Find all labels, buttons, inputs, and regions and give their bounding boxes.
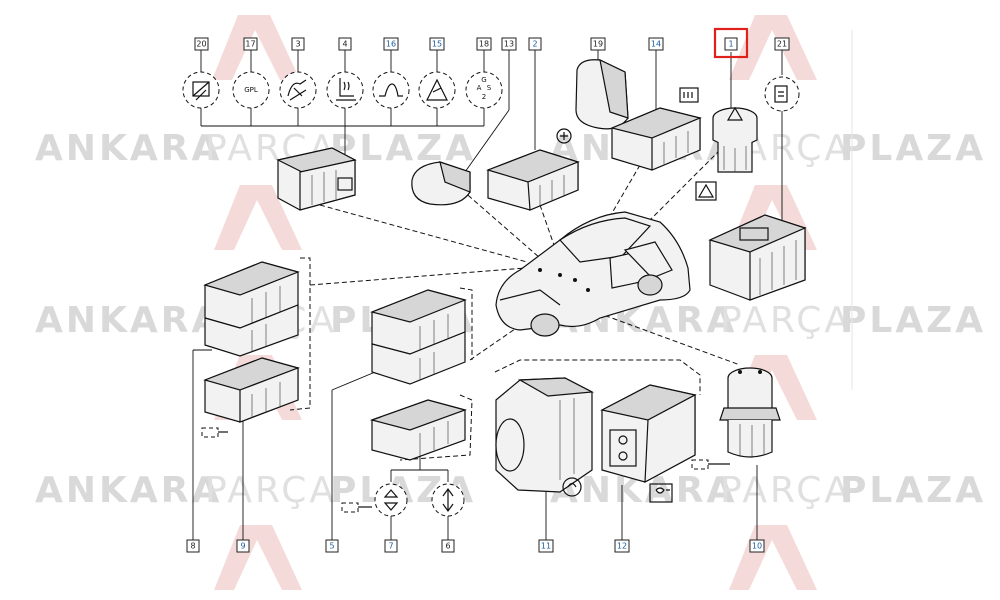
suspension-curve-icon[interactable] [372,71,410,109]
headlight-switch-11[interactable] [495,377,595,497]
callout-1-highlighted[interactable]: 1 [713,27,749,59]
callout-label: 21 [777,40,787,49]
callout-label: 17 [245,40,255,49]
connector-symbol-10 [691,459,730,470]
callout-label: 15 [432,40,442,49]
switch-2[interactable] [486,128,580,211]
watermark-word-bold-2: PLAZA [840,470,986,511]
watermark-word-light: PARÇA [720,470,852,511]
callout-label: 13 [504,40,514,49]
switch-module-21[interactable] [708,214,807,301]
gas-letter-g: G [481,76,486,84]
callout-16[interactable]: 16 [383,37,399,51]
callout-label: 2 [532,40,537,49]
callout-label: 12 [617,542,627,551]
callout-8[interactable]: 8 [186,539,200,553]
callout-5[interactable]: 5 [325,539,339,553]
callout-9[interactable]: 9 [236,539,250,553]
window-switch-9[interactable] [203,357,300,423]
callout-label: 6 [445,542,450,551]
switch-block-dashboard[interactable] [276,147,357,211]
window-switch-5-lower[interactable] [371,331,466,385]
window-up-down-icon[interactable] [374,483,408,517]
callout-11[interactable]: 11 [538,539,554,553]
callout-7[interactable]: 7 [384,539,398,553]
callout-12[interactable]: 12 [614,539,630,553]
watermark-row-3: ANKARA PARÇA PLAZA ANKARA PARÇA PLAZA [35,470,986,511]
callout-10[interactable]: 10 [749,539,765,553]
window-switch-7-6[interactable] [369,399,467,461]
callout-15[interactable]: 15 [429,37,445,51]
callout-row-bottom: 8 9 5 7 6 11 12 10 [186,539,765,553]
callout-4[interactable]: 4 [338,37,352,51]
callout-17[interactable]: 17 [243,37,258,51]
gas-digit-2: 2 [482,93,486,101]
traction-control-icon[interactable] [279,71,317,109]
rotary-switch-10[interactable] [719,367,781,458]
callout-label: 9 [240,542,245,551]
callout-2[interactable]: 2 [528,37,542,51]
callout-label: 19 [593,40,603,49]
blanking-plug-13[interactable] [411,161,471,206]
rear-defrost-switch-14[interactable] [610,87,702,171]
callout-14[interactable]: 14 [648,37,664,51]
lighting-module-12[interactable] [600,384,697,503]
callout-row-top: 20 17 3 4 16 15 18 13 [194,27,790,59]
car-illustration [495,211,691,337]
symbol-row: GPL G A S 2 [182,71,503,109]
window-lock-icon[interactable] [182,71,220,109]
callout-label: 7 [388,542,393,551]
watermark-word-light: PARÇA [720,300,852,341]
callout-label: 5 [329,542,334,551]
gas-letter-s: S [487,84,492,92]
callout-label: 8 [190,542,195,551]
callout-label: 10 [752,542,762,551]
watermark-word-light: PARÇA [205,470,337,511]
connector-symbol-9 [201,427,228,438]
gpl-label: GPL [244,86,258,94]
callout-6[interactable]: 6 [441,539,455,553]
gas-switch-icon[interactable]: G A S 2 [465,71,503,109]
window-switch-8-lower[interactable] [204,304,299,357]
callout-20[interactable]: 20 [194,37,209,51]
callout-label: 14 [651,40,661,49]
window-up-down-single-icon[interactable] [431,483,465,517]
blanking-cover-19[interactable] [575,58,629,130]
callout-label: 20 [196,40,206,49]
callout-label: 3 [295,40,300,49]
callout-18[interactable]: 18 [476,37,492,51]
callout-21[interactable]: 21 [774,37,790,51]
callout-13[interactable]: 13 [501,37,517,51]
window-switch-21-symbol[interactable] [764,76,800,112]
hill-warning-icon[interactable] [418,71,456,109]
watermark-word-bold-1: ANKARA [35,470,222,511]
watermark-word-bold-1: ANKARA [35,128,222,169]
watermark-word-bold-2: PLAZA [840,128,986,169]
callout-label: 18 [479,40,489,49]
callout-label: 11 [541,542,551,551]
watermark-word-bold-1: ANKARA [35,300,222,341]
gas-letter-a: A [477,84,482,92]
callout-3[interactable]: 3 [291,37,305,51]
gpl-switch-icon[interactable]: GPL [232,71,270,109]
connector-symbol-7 [341,502,372,513]
highlight-frame [713,27,749,59]
seat-heater-icon[interactable] [326,71,364,109]
callout-label: 4 [342,40,347,49]
leader-lines [192,50,783,540]
callout-label: 16 [386,40,396,49]
callout-19[interactable]: 19 [590,37,606,51]
hazard-switch-1[interactable] [695,106,758,201]
watermark-word-bold-2: PLAZA [840,300,986,341]
callout-label: 1 [728,40,733,49]
